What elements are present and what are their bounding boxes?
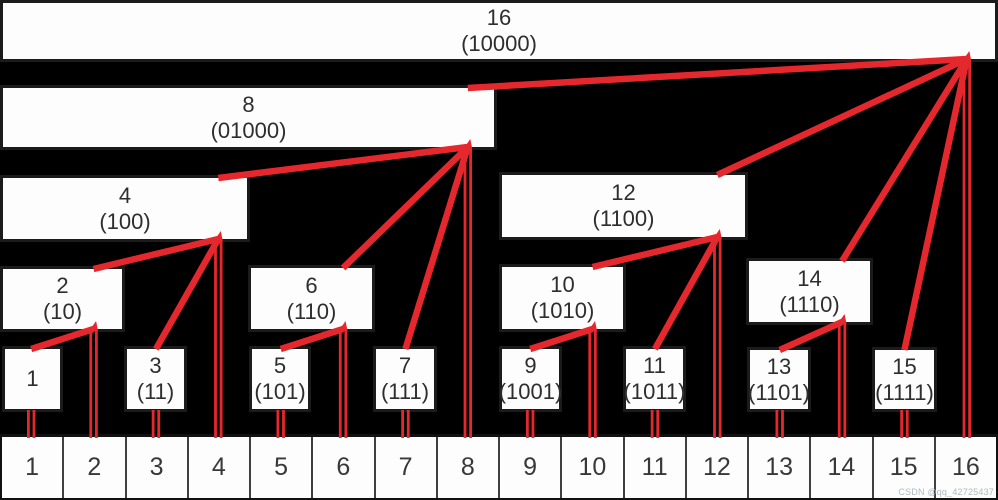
array-cell-2: 2: [64, 437, 127, 498]
array-cell-5: 5: [251, 437, 314, 498]
tree-node-16: 16(10000): [0, 0, 998, 62]
node-value: 4: [118, 182, 132, 208]
watermark: CSDN @qq_42725437: [898, 487, 994, 497]
array-cell-3: 3: [127, 437, 189, 498]
edge-7-to-8: [402, 146, 471, 350]
node-value: 7: [398, 353, 412, 378]
array-cell-11: 11: [625, 437, 687, 498]
node-value: 1: [26, 366, 39, 391]
array-cell-13: 13: [749, 437, 812, 498]
node-value: 15: [892, 353, 917, 379]
node-binary-label: (01000): [210, 117, 287, 143]
node-binary-label: (11): [136, 379, 175, 404]
tree-node-12: 12(1100): [499, 172, 748, 240]
edge-3-to-4: [153, 237, 222, 351]
edge-11-to-12: [652, 235, 721, 351]
tree-node-3: 3(11): [124, 346, 187, 412]
node-value: 5: [273, 353, 287, 378]
node-value: 8: [242, 91, 255, 117]
node-value: 6: [305, 272, 318, 298]
node-binary-label: (1010): [530, 298, 595, 323]
tree-node-2: 2(10): [0, 266, 125, 332]
array-cell-1: 1: [2, 437, 65, 498]
tree-node-15: 15(1111): [872, 347, 937, 412]
node-binary-label: (110): [286, 298, 337, 324]
node-value: 14: [797, 265, 822, 291]
array-cell-6: 6: [313, 437, 376, 498]
edge-13-to-14: [778, 319, 844, 353]
array-cell-15: 15: [874, 437, 936, 498]
tree-node-4: 4(100): [0, 175, 250, 242]
array-cell-4: 4: [189, 437, 251, 498]
array-cell-10: 10: [562, 437, 625, 498]
node-binary-label: (111): [380, 379, 430, 404]
tree-node-13: 13(1101): [747, 347, 811, 412]
node-value: 11: [643, 353, 666, 378]
tree-node-1: 1: [2, 346, 63, 412]
array-cell-14: 14: [811, 437, 874, 498]
node-binary-label: (1110): [779, 291, 840, 317]
node-value: 12: [611, 180, 636, 205]
edge-8-to-16: [467, 55, 968, 92]
node-binary-label: (1001): [498, 379, 563, 404]
edge-12-to-16: [715, 56, 969, 178]
edge-14-to-16: [839, 57, 970, 263]
tree-node-6: 6(110): [248, 265, 375, 332]
array-cell-9: 9: [500, 437, 563, 498]
node-value: 13: [766, 353, 792, 379]
node-binary-label: (101): [254, 379, 306, 404]
tree-node-5: 5(101): [249, 346, 311, 412]
node-value: 2: [56, 273, 69, 298]
node-value: 16: [486, 5, 512, 30]
tree-node-9: 9(1001): [499, 346, 562, 412]
node-binary-label: (10): [42, 299, 83, 324]
edge-6-to-8: [340, 144, 471, 271]
tree-node-14: 14(1110): [746, 258, 873, 325]
node-value: 3: [149, 353, 162, 378]
node-binary-label: (1100): [592, 206, 655, 231]
tree-node-10: 10(1010): [499, 264, 626, 332]
node-value: 10: [550, 272, 575, 297]
array-cell-16: 16: [951, 453, 980, 481]
node-binary-label: (1011): [623, 379, 686, 404]
node-binary-label: (100): [99, 208, 151, 234]
array-cell-7: 7: [376, 437, 438, 498]
node-binary-label: (1111): [875, 379, 934, 405]
tree-node-7: 7(111): [373, 346, 437, 412]
edge-4-to-8: [217, 143, 469, 182]
node-binary-label: (1101): [748, 379, 810, 405]
node-value: 9: [524, 353, 537, 378]
edge-15-to-16: [901, 58, 970, 351]
tree-node-11: 11(1011): [623, 346, 686, 412]
edge-10-to-12: [591, 233, 719, 271]
array-cell-8: 8: [438, 437, 500, 498]
node-binary-label: (10000): [461, 31, 537, 56]
tree-node-8: 8(01000): [0, 85, 497, 150]
edge-2-to-4: [92, 235, 220, 273]
array-cell-12: 12: [687, 437, 749, 498]
